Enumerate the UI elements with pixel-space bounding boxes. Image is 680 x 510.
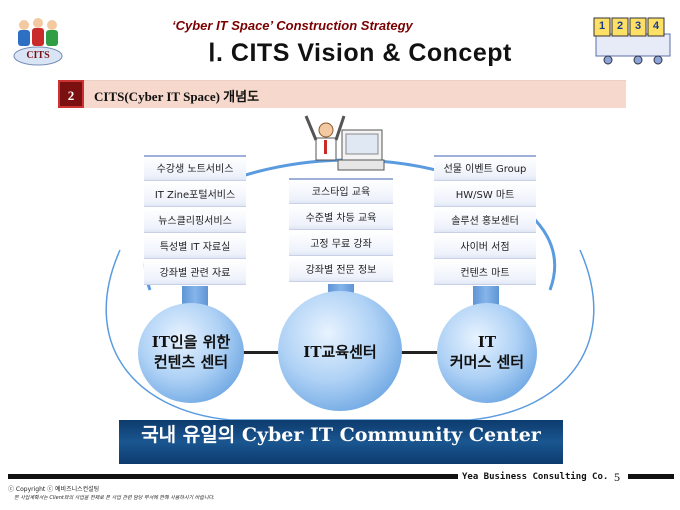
connector-left	[243, 351, 283, 354]
list-item: 컨텐츠 마트	[434, 259, 536, 285]
content-center-circle: IT인을 위한 컨텐츠 센터	[138, 303, 244, 403]
left-service-list: 수강생 노트서비스 IT Zine포털서비스 뉴스클리핑서비스 특성별 IT 자…	[144, 155, 246, 285]
commerce-center-line2: 커머스 센터	[449, 353, 525, 371]
commerce-center-circle: IT 커머스 센터	[437, 303, 537, 403]
list-item: 코스타입 교육	[289, 178, 393, 204]
content-center-line1: IT인을 위한	[151, 333, 231, 351]
list-item: IT Zine포털서비스	[144, 181, 246, 207]
list-item: 사이버 서점	[434, 233, 536, 259]
section-number: 2	[58, 80, 84, 108]
content-center-line2: 컨텐츠 센터	[153, 353, 229, 371]
list-item: 뉴스클리핑서비스	[144, 207, 246, 233]
step-4: 4	[652, 20, 660, 32]
logo-text: CITS	[26, 50, 50, 61]
center-service-list: 코스타입 교육 수준별 차등 교육 고정 무료 강좌 강좌별 전문 정보	[289, 178, 393, 282]
step-3: 3	[634, 20, 642, 32]
education-center-label: IT교육센터	[303, 343, 377, 361]
education-center-circle: IT교육센터	[278, 291, 402, 411]
community-center-banner: 국내 유일의 Cyber IT Community Center	[119, 420, 563, 464]
user-at-computer-icon	[300, 110, 386, 174]
list-item: 특성별 IT 자료실	[144, 233, 246, 259]
copyright-text: ⓒ Copyright ⓒ 예비즈니스컨설팅	[8, 486, 100, 493]
connector-right	[399, 351, 441, 354]
list-item: 강좌별 전문 정보	[289, 256, 393, 282]
footer-rule-left	[8, 474, 458, 479]
left-stem	[182, 286, 208, 308]
right-stem	[473, 286, 499, 308]
slide-subtitle: ‘Cyber IT Space’ Construction Strategy	[172, 18, 413, 33]
list-item: 솔루션 홍보센터	[434, 207, 536, 233]
step-1: 1	[598, 20, 606, 32]
section-title: CITS(Cyber IT Space) 개념도	[94, 89, 260, 104]
commerce-center-line1: IT	[477, 333, 497, 351]
list-item: HW/SW 마트	[434, 181, 536, 207]
cits-logo: CITS	[10, 14, 66, 68]
list-item: 수준별 차등 교육	[289, 204, 393, 230]
footer-rule-right	[628, 474, 674, 479]
list-item: 고정 무료 강좌	[289, 230, 393, 256]
page-number: 5	[614, 470, 620, 484]
page-title: Ⅰ. CITS Vision & Concept	[208, 39, 512, 67]
steps-logo: 1 2 3 4	[592, 14, 674, 66]
list-item: 선물 이벤트 Group	[434, 155, 536, 181]
section-bar	[58, 80, 626, 108]
list-item: 강좌별 관련 자료	[144, 259, 246, 285]
step-2: 2	[616, 20, 624, 32]
disclaimer-text: 본 사업계획서는 Client와의 사업을 전제로 본 사업 관련 담당 부서에…	[14, 495, 215, 501]
right-service-list: 선물 이벤트 Group HW/SW 마트 솔루션 홍보센터 사이버 서점 컨텐…	[434, 155, 536, 285]
footer-company: Yea Business Consulting Co.	[462, 472, 609, 482]
list-item: 수강생 노트서비스	[144, 155, 246, 181]
